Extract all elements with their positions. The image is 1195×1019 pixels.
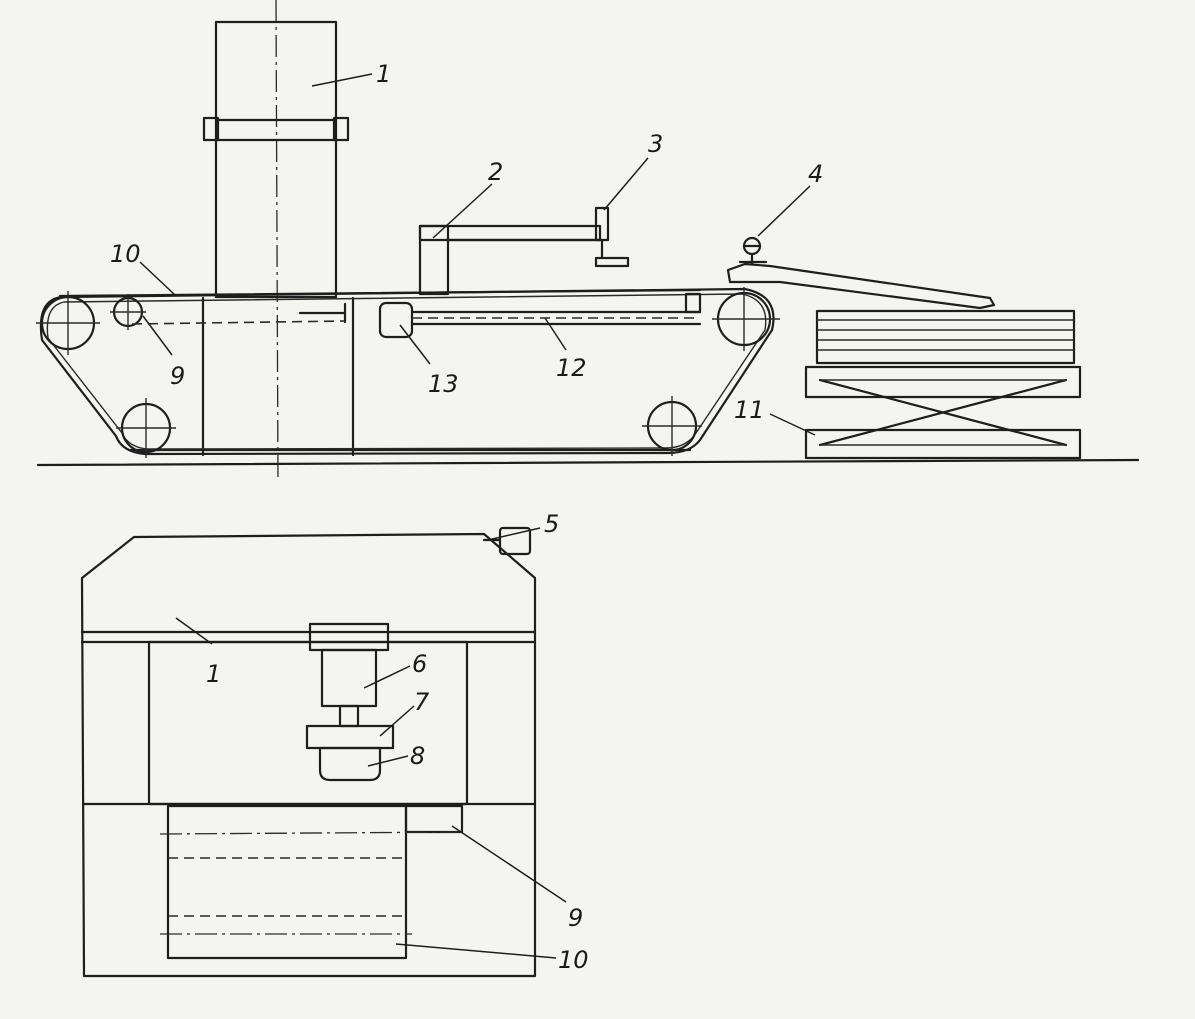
label-1-side: 1 (376, 60, 391, 88)
label-5: 5 (544, 510, 559, 538)
label-10-front: 10 (558, 946, 589, 974)
roller-left-bottom (116, 398, 176, 458)
ram-6-7-8 (305, 622, 395, 782)
conveyor-belt-inner (46, 293, 767, 450)
sheet-stack (815, 309, 1076, 365)
column-axis (275, 0, 279, 483)
front-view: 5 1 6 7 8 9 10 (80, 510, 589, 978)
front-roller-9 (404, 804, 464, 834)
lift-table-11 (804, 365, 1082, 460)
feeder-4 (726, 236, 996, 310)
label-8: 8 (410, 742, 425, 770)
tool-3 (594, 206, 630, 268)
roller-left-top (36, 291, 100, 355)
label-4: 4 (808, 160, 823, 188)
label-12: 12 (556, 354, 587, 382)
front-housing (80, 532, 537, 978)
front-column-1 (147, 640, 469, 806)
label-1-front: 1 (206, 660, 221, 688)
roller-right-bottom (642, 396, 702, 456)
drive-12 (378, 292, 702, 339)
conveyor-belt (39, 287, 775, 456)
side-view: 1 2 3 4 10 9 13 12 11 (36, 0, 1140, 483)
roller-right-top (712, 287, 780, 351)
drive-shaft (131, 320, 346, 325)
label-9-front: 9 (568, 904, 583, 932)
label-9-side: 9 (170, 362, 185, 390)
label-2: 2 (488, 158, 503, 186)
front-conveyor-10 (166, 804, 408, 960)
roller-9 (110, 294, 146, 330)
label-13: 13 (428, 370, 459, 398)
label-7: 7 (414, 688, 430, 716)
ground-line (36, 458, 1140, 467)
bracket-5 (482, 526, 532, 556)
bracket-2 (418, 224, 602, 296)
label-11: 11 (734, 396, 765, 424)
column-1 (202, 20, 350, 299)
label-6: 6 (412, 650, 427, 678)
label-10-side: 10 (110, 240, 141, 268)
label-3: 3 (648, 130, 663, 158)
